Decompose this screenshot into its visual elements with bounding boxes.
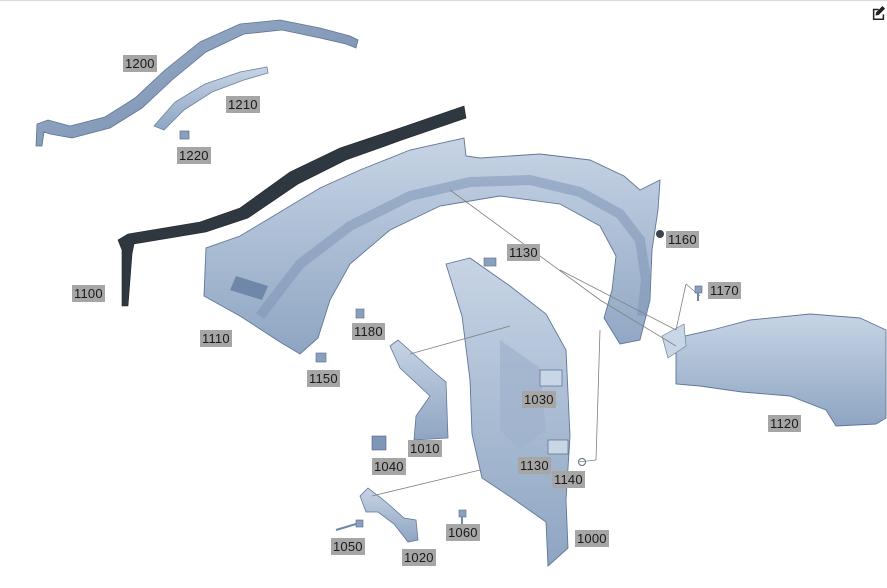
part-1100-seal xyxy=(117,105,467,307)
part-1200-strip xyxy=(35,19,359,147)
part-1180-clip xyxy=(355,308,365,319)
callout-1060[interactable]: 1060 xyxy=(446,524,480,541)
callout-1180[interactable]: 1180 xyxy=(352,323,385,340)
callout-1100[interactable]: 1100 xyxy=(72,285,105,302)
callout-1110[interactable]: 1110 xyxy=(200,330,232,347)
callout-1030[interactable]: 1030 xyxy=(522,391,556,408)
callout-1040[interactable]: 1040 xyxy=(372,458,406,475)
part-1050-screw xyxy=(335,519,364,531)
part-1130-clip-lower xyxy=(547,439,569,455)
part-1000-panel xyxy=(445,257,571,567)
callout-1130-lower[interactable]: 1130 xyxy=(518,457,551,474)
part-1210-trim xyxy=(153,66,269,131)
part-1040-clip xyxy=(371,435,387,451)
callout-1010[interactable]: 1010 xyxy=(408,440,442,457)
callout-1200[interactable]: 1200 xyxy=(123,55,157,72)
part-1150-nut xyxy=(315,352,327,363)
part-1060-screw xyxy=(458,509,467,524)
part-1220-clip xyxy=(179,130,190,140)
callout-1050[interactable]: 1050 xyxy=(331,538,365,555)
callout-1160[interactable]: 1160 xyxy=(666,231,699,248)
part-1020-plate xyxy=(359,487,419,543)
part-1010-bracket xyxy=(389,339,449,441)
part-1120-panel xyxy=(661,313,887,427)
callout-1000[interactable]: 1000 xyxy=(575,530,609,547)
callout-1130[interactable]: 1130 xyxy=(507,244,540,261)
callout-1140[interactable]: 1140 xyxy=(552,471,585,488)
callout-1170[interactable]: 1170 xyxy=(708,282,741,299)
leader-lines xyxy=(371,189,701,497)
callout-1120[interactable]: 1120 xyxy=(768,415,801,432)
edit-button[interactable] xyxy=(870,4,887,21)
part-1110-wheel-arch xyxy=(203,137,661,355)
part-1170-screw xyxy=(694,285,703,301)
part-1160-nut xyxy=(656,230,664,238)
part-1130-clip-upper xyxy=(483,257,497,267)
callout-1210[interactable]: 1210 xyxy=(226,96,260,113)
callout-1220[interactable]: 1220 xyxy=(177,147,211,164)
edit-icon xyxy=(872,5,886,20)
part-1030-clip xyxy=(539,369,563,387)
callout-1150[interactable]: 1150 xyxy=(307,370,340,387)
callout-1020[interactable]: 1020 xyxy=(402,549,436,566)
top-border xyxy=(0,0,887,1)
